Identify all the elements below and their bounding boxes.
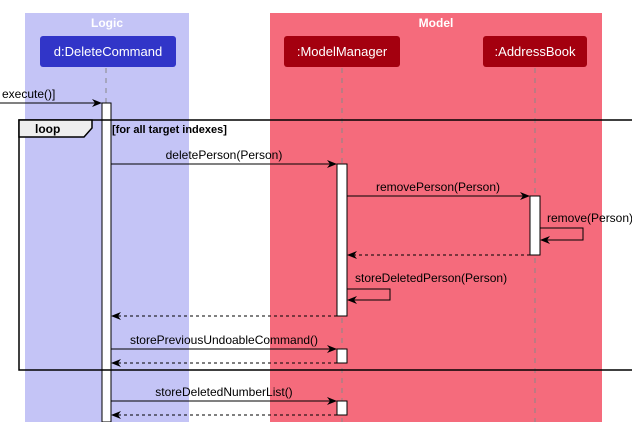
model-box-title: Model: [419, 16, 454, 30]
address-book-participant: :AddressBook: [483, 36, 587, 67]
loop-tab: [18, 119, 93, 138]
message-execute: execute()]: [0, 87, 102, 107]
message-store-deleted-number-list: storeDeletedNumberList(): [111, 385, 337, 405]
logic-box-title: Logic: [91, 16, 123, 30]
delete-command-activation: [101, 102, 112, 422]
delete-command-label: d:DeleteCommand: [54, 44, 162, 59]
address-book-activation: [529, 195, 541, 256]
model-manager-participant: :ModelManager: [284, 36, 400, 67]
message-store-deleted-person-label: storeDeletedPerson(Person): [355, 271, 507, 285]
model-manager-head: [284, 36, 400, 67]
message-remove-person-label: removePerson(Person): [376, 180, 500, 194]
model-manager-activation-undo: [336, 348, 348, 364]
model-box: Model: [270, 13, 602, 422]
model-manager-activation-delete: [336, 163, 348, 317]
delete-command-head: [40, 36, 176, 67]
message-delete-person: deletePerson(Person): [111, 148, 337, 168]
message-delete-person-label: deletePerson(Person): [166, 148, 283, 162]
message-store-previous-undoable-command-label: storePreviousUndoableCommand(): [130, 333, 318, 347]
address-book-head: [483, 36, 587, 67]
message-store-deleted-person-arrow: [347, 288, 391, 304]
message-remove-label: remove(Person): [547, 211, 632, 225]
message-store-previous-undoable-command: storePreviousUndoableCommand(): [111, 333, 337, 353]
model-manager-label: :ModelManager: [297, 44, 388, 59]
loop-guard: [for all target indexes]: [112, 124, 227, 136]
delete-command-participant: d:DeleteCommand: [40, 36, 176, 67]
message-remove: remove(Person): [540, 211, 632, 244]
address-book-label: :AddressBook: [495, 44, 576, 59]
loop-keyword: loop: [35, 122, 60, 136]
message-store-deleted-number-list-label: storeDeletedNumberList(): [155, 385, 292, 399]
message-store-deleted-person: storeDeletedPerson(Person): [347, 271, 507, 304]
message-execute-label: execute()]: [2, 87, 55, 101]
model-manager-activation-numberlist: [336, 400, 348, 416]
loop-frame: [18, 119, 632, 371]
message-remove-arrow: [540, 227, 584, 244]
model-box-area: [270, 13, 602, 422]
loop-fragment: loop [for all target indexes]: [18, 119, 632, 371]
message-remove-person: removePerson(Person): [347, 180, 530, 200]
